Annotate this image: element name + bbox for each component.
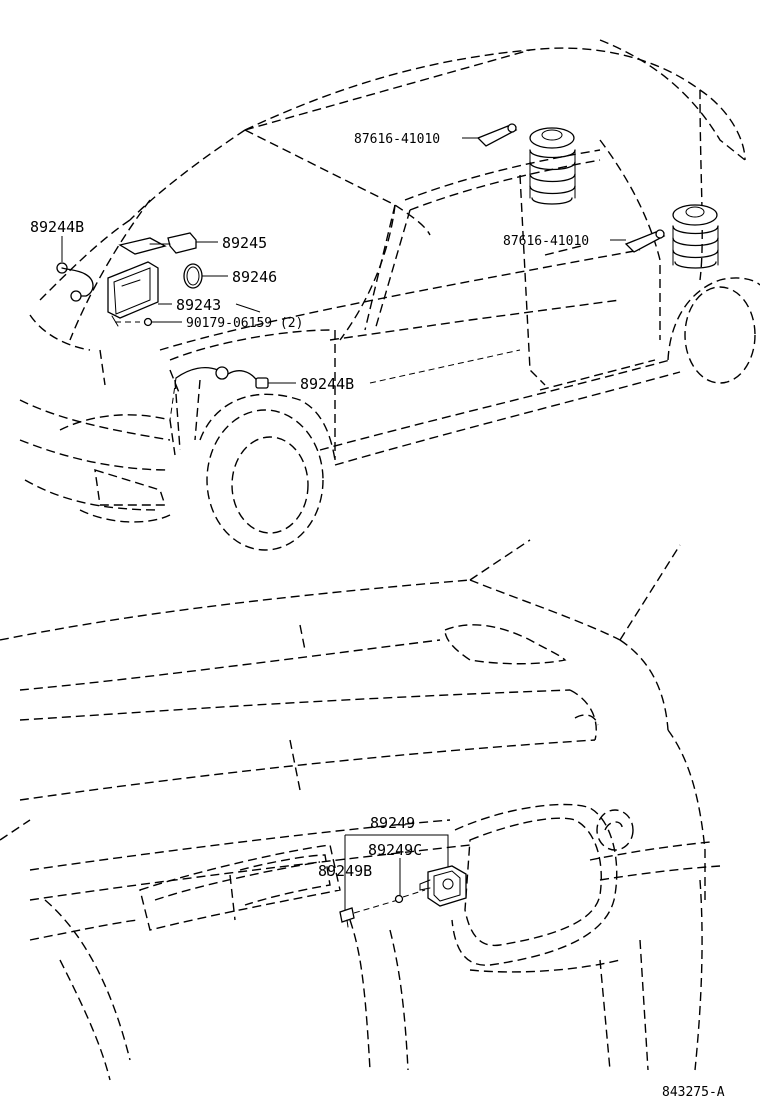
illustration-code: 843275-A xyxy=(662,1085,725,1100)
connector-89245 xyxy=(118,232,218,255)
label-87616-lower: 87616-41010 xyxy=(503,234,589,249)
vehicle-outline-lower xyxy=(0,539,721,1081)
label-90179: 90179-06159 (2) xyxy=(186,316,303,331)
height-sensor-front-left xyxy=(56,236,94,302)
label-89244b-mid: 89244B xyxy=(300,375,354,393)
bracket-87616-upper xyxy=(462,123,518,147)
label-89249: 89249 xyxy=(370,814,415,832)
rear-spring xyxy=(672,204,719,269)
bracket-87616-lower xyxy=(610,229,666,253)
seal-ring-89246 xyxy=(183,263,228,289)
label-89249b: 89249B xyxy=(318,862,372,880)
label-89243: 89243 xyxy=(176,296,221,314)
height-sensor-front-right xyxy=(169,349,521,421)
nut-90179 xyxy=(143,317,182,327)
label-89244b-top: 89244B xyxy=(30,218,84,236)
label-89245: 89245 xyxy=(222,234,267,252)
label-87616-upper: 87616-41010 xyxy=(354,132,440,147)
label-89246: 89246 xyxy=(232,268,277,286)
front-spring-upper xyxy=(529,127,576,205)
label-89249c: 89249C xyxy=(368,841,422,859)
computer-89243 xyxy=(107,261,261,327)
vehicle-outline-upper xyxy=(19,39,760,551)
fuel-lid-opener-group xyxy=(339,834,467,928)
